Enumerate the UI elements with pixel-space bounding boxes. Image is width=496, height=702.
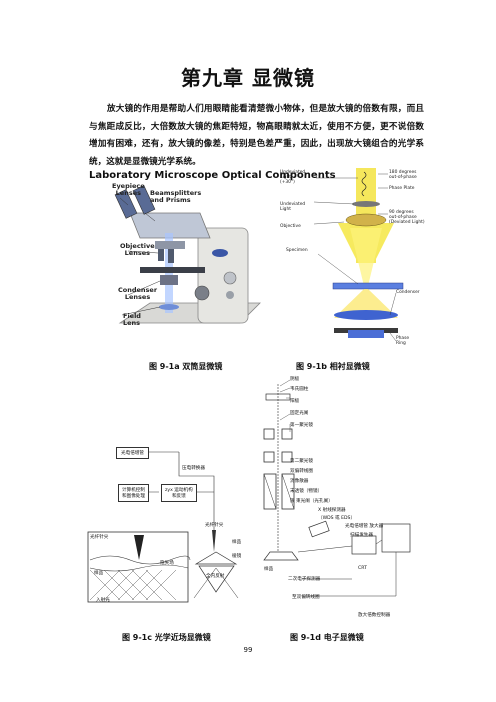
fig-b-caption: 图 9-1b 相衬显微镜 <box>296 362 370 371</box>
page-number: 99 <box>243 646 253 654</box>
em-label-xray: X 射线探测器 <box>318 508 346 513</box>
em-label-first-condenser: 第一聚光镜 <box>290 423 313 428</box>
microscope-illustration <box>114 185 261 324</box>
em-label-fixed-aperture: 固定光阑 <box>290 411 309 416</box>
fig-c-caption: 图 9-1c 光学近场显微镜 <box>122 633 211 642</box>
label-eyepiece: Eyepiece Lenses <box>112 182 145 197</box>
em-label-mag-controller: 放大倍数控制器 <box>358 613 391 618</box>
em-label-scan-gen: 扫描发生器 <box>350 533 373 538</box>
label-phase-ring: Phase Ring <box>396 336 410 346</box>
em-label-second-condenser: 第二聚光镜 <box>290 459 313 464</box>
label-total-reflection: 全内反射 <box>206 574 225 579</box>
label-undeviated-mid: Undeviated Light <box>280 202 306 212</box>
label-objective: Objective Lenses <box>120 242 155 257</box>
fig-a-title: Laboratory Microscope Optical Components <box>89 170 336 181</box>
box-piezo: 压电转换器 <box>182 466 205 471</box>
chapter-title: 第九章 显微镜 <box>181 66 315 90</box>
label-condenser: Condenser Lenses <box>118 286 158 301</box>
box-computer: 计算机控制 和图像处理 <box>118 484 149 502</box>
label-sample: 样品 <box>232 540 242 545</box>
box-photomultiplier: 光电倍增管 <box>116 447 149 459</box>
em-label-to-deflection: 至双偏转线圈 <box>292 595 320 600</box>
electron-microscope-diagram <box>263 379 411 597</box>
em-label-anode: 阳极 <box>290 399 300 404</box>
em-label-stigmator: 消像散器 <box>290 479 309 484</box>
label-objective-b: Objective <box>280 224 301 229</box>
label-incident: 入射光 <box>96 598 110 603</box>
label-prism: 棱镜 <box>232 554 242 559</box>
label-evanescent: 隐失场 <box>160 561 174 566</box>
em-label-specimen: 样品 <box>264 567 274 572</box>
label-beamsplitters: Beamsplitters and Prisms <box>150 189 202 204</box>
label-field-lens: Field Lens <box>123 312 141 327</box>
label-fiber-tip-2: 光纤针尖 <box>205 523 224 528</box>
em-label-se-detector: 二次电子探测器 <box>288 577 321 582</box>
fig-d-caption: 图 9-1d 电子显微镜 <box>290 633 364 642</box>
em-label-pmt-amp: 光电倍增管 放大器 <box>345 524 384 529</box>
phase-contrast-diagram <box>313 168 404 342</box>
label-undeviated-top: Undeviated Light (+30°) <box>280 170 306 185</box>
label-specimen: Specimen <box>286 248 308 253</box>
label-phase-plate: Phase Plate <box>389 186 415 191</box>
fig-a-caption: 图 9-1a 双筒显微镜 <box>149 362 223 371</box>
em-label-wehnelt: 韦氏圆柱 <box>290 387 309 392</box>
em-label-crt: CRT <box>358 566 367 571</box>
label-condenser-b: Condenser <box>396 290 420 295</box>
em-label-aperture: 限 束光阑（光孔阑） <box>290 499 333 504</box>
intro-paragraph: 放大镜的作用是帮助人们用眼睛能看清楚微小物体，但是放大镜的倍数有限，而且与焦距成… <box>89 104 424 167</box>
em-label-cathode: 阴极 <box>290 377 300 382</box>
em-label-wds-eds: （WDS 或 EDS） <box>318 516 356 521</box>
box-zyx: zyx 运动机构 和反馈 <box>161 484 197 502</box>
near-field-diagram <box>87 451 239 603</box>
label-fiber-tip: 光纤针尖 <box>90 535 109 540</box>
em-label-final-lens: 末透镜（物镜） <box>290 489 323 494</box>
label-180-deg: 180 degrees out-of-phase <box>389 170 417 180</box>
em-label-double-deflection: 双偏转线圈 <box>290 469 313 474</box>
label-sample-2: 样品 <box>94 571 104 576</box>
label-90-deg: 90 degrees out-of-phase (Deviated Light) <box>389 210 425 225</box>
